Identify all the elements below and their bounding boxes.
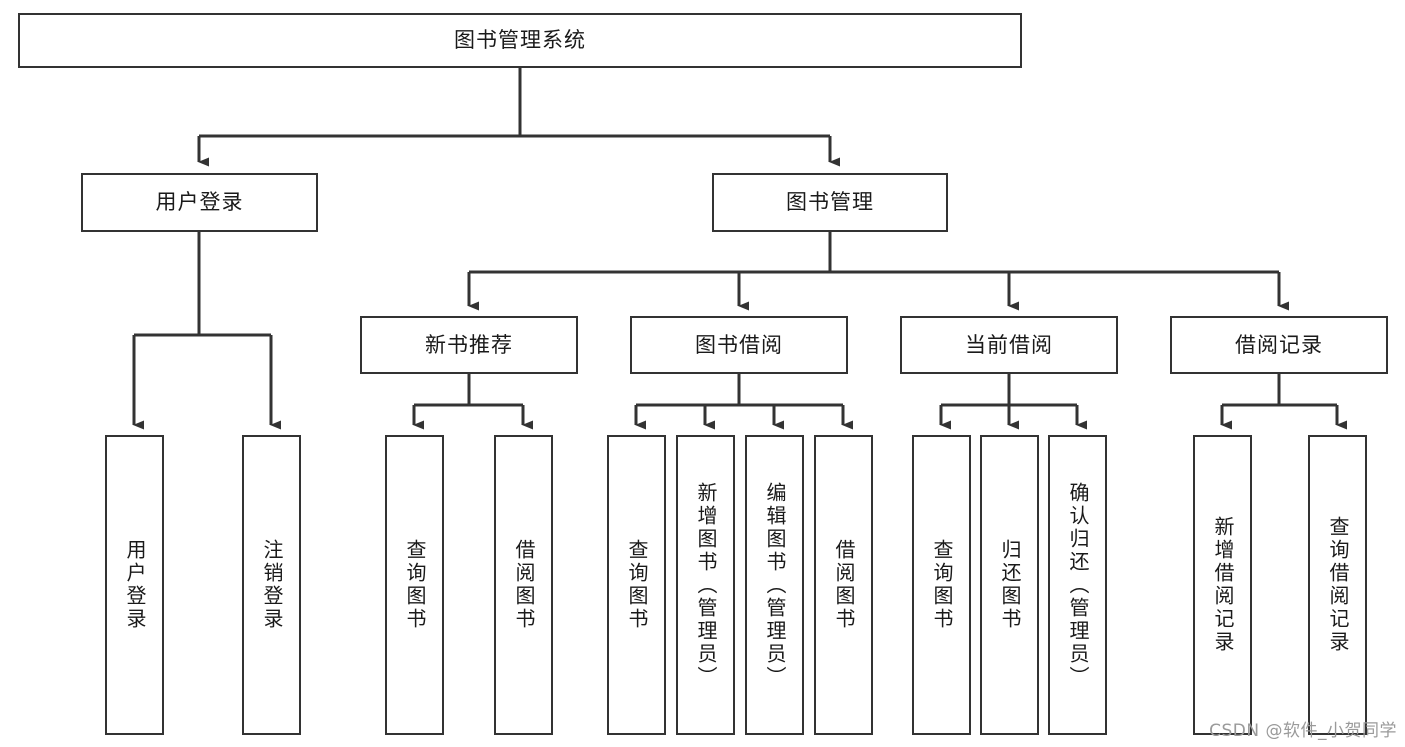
node-leaf-add-book-label: 新增图书（管理员） xyxy=(694,481,718,689)
node-leaf-confirm-return-label: 确认归还（管理员） xyxy=(1066,481,1090,689)
node-borrow-record[interactable]: 借阅记录 xyxy=(1170,316,1388,374)
node-book-manage-label: 图书管理 xyxy=(786,190,874,215)
node-leaf-query-book-1-label: 查询图书 xyxy=(403,539,427,631)
node-leaf-return-book-label: 归还图书 xyxy=(998,539,1022,631)
node-current-borrow-label: 当前借阅 xyxy=(965,332,1053,357)
node-new-book-rec[interactable]: 新书推荐 xyxy=(360,316,578,374)
node-root[interactable]: 图书管理系统 xyxy=(18,13,1022,68)
node-leaf-add-record[interactable]: 新增借阅记录 xyxy=(1193,435,1252,735)
node-user-login-label: 用户登录 xyxy=(155,190,244,215)
node-leaf-borrow-book-2-label: 借阅图书 xyxy=(832,539,856,631)
watermark: CSDN @软件_小贺同学 xyxy=(1209,721,1397,741)
node-leaf-user-login-label: 用户登录 xyxy=(123,539,147,631)
node-leaf-user-logout-label: 注销登录 xyxy=(260,539,284,631)
node-leaf-edit-book[interactable]: 编辑图书（管理员） xyxy=(745,435,804,735)
node-leaf-borrow-book-1[interactable]: 借阅图书 xyxy=(494,435,553,735)
node-leaf-query-book-2[interactable]: 查询图书 xyxy=(607,435,666,735)
node-leaf-edit-book-label: 编辑图书（管理员） xyxy=(763,481,787,689)
node-leaf-user-login[interactable]: 用户登录 xyxy=(105,435,164,735)
node-current-borrow[interactable]: 当前借阅 xyxy=(900,316,1118,374)
node-leaf-confirm-return[interactable]: 确认归还（管理员） xyxy=(1048,435,1107,735)
node-leaf-borrow-book-2[interactable]: 借阅图书 xyxy=(814,435,873,735)
node-leaf-borrow-book-1-label: 借阅图书 xyxy=(512,539,536,631)
node-root-label: 图书管理系统 xyxy=(454,28,586,53)
node-leaf-query-record[interactable]: 查询借阅记录 xyxy=(1308,435,1367,735)
node-new-book-rec-label: 新书推荐 xyxy=(425,332,513,357)
node-leaf-add-book[interactable]: 新增图书（管理员） xyxy=(676,435,735,735)
node-book-borrow-label: 图书借阅 xyxy=(695,332,783,357)
node-leaf-user-logout[interactable]: 注销登录 xyxy=(242,435,301,735)
node-book-manage[interactable]: 图书管理 xyxy=(712,173,948,232)
node-leaf-query-book-1[interactable]: 查询图书 xyxy=(385,435,444,735)
node-leaf-query-book-2-label: 查询图书 xyxy=(625,539,649,631)
node-leaf-return-book[interactable]: 归还图书 xyxy=(980,435,1039,735)
node-leaf-query-book-3-label: 查询图书 xyxy=(930,539,954,631)
node-book-borrow[interactable]: 图书借阅 xyxy=(630,316,848,374)
node-user-login[interactable]: 用户登录 xyxy=(81,173,318,232)
node-leaf-add-record-label: 新增借阅记录 xyxy=(1211,516,1235,654)
node-borrow-record-label: 借阅记录 xyxy=(1235,332,1323,357)
node-leaf-query-record-label: 查询借阅记录 xyxy=(1326,516,1350,654)
node-leaf-query-book-3[interactable]: 查询图书 xyxy=(912,435,971,735)
